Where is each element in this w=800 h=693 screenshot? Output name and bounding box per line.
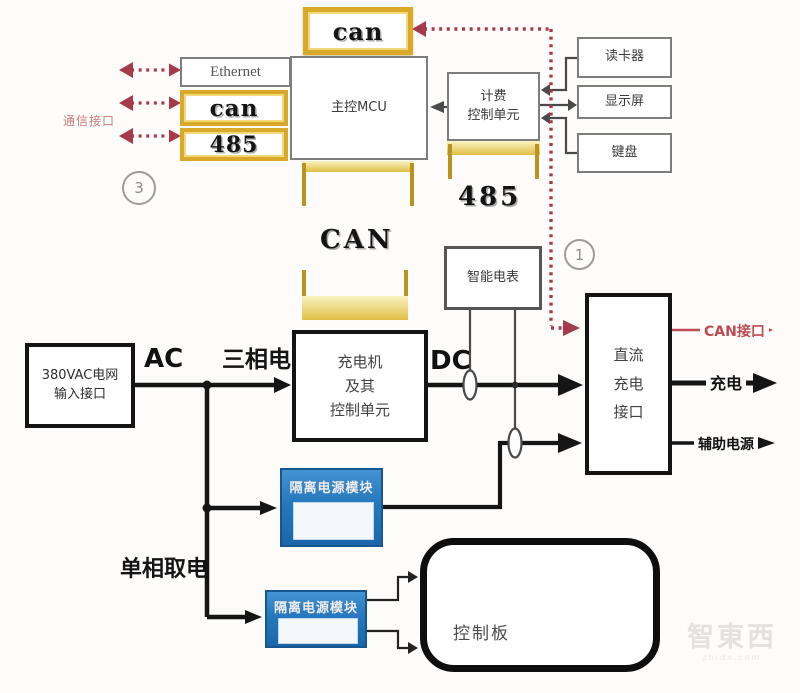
watermark: 智東西 zhidx.com	[676, 624, 788, 662]
aux-out-arrowhead	[755, 436, 775, 450]
node-grid-input: 380VAC电网 输入接口	[25, 343, 135, 428]
node-ethernet: Ethernet	[180, 57, 291, 87]
iso2-arrowhead	[245, 610, 262, 624]
node-display: 显示屏	[577, 85, 672, 119]
junction-dot	[202, 503, 212, 513]
iso1-arrowhead	[260, 501, 277, 515]
node-charger-unit: 充电机 及其 控制单元	[292, 330, 428, 442]
can-connector-bracket-charger	[302, 270, 408, 320]
controlboard-arrowhead	[408, 642, 418, 654]
node-can-left: can	[180, 90, 288, 126]
cardreader-arrowhead	[541, 84, 550, 96]
current-sensor-icon	[507, 427, 523, 459]
can-connector-bracket-mcu	[302, 161, 414, 206]
aux-dc-arrowhead	[558, 433, 582, 453]
dc-label: DC	[430, 346, 471, 376]
marker-circle-3: 3	[122, 171, 156, 205]
meter-sense-lines	[468, 310, 517, 430]
node-485-left: 485	[180, 128, 288, 161]
three-phase-label: 三相电	[222, 347, 291, 373]
module-slot	[278, 618, 358, 644]
ac-arrowhead	[274, 377, 291, 393]
aux-power-out-label: 辅助电源	[694, 434, 758, 454]
comm-port-arrows	[119, 62, 181, 144]
node-billing-control-unit: 计费 控制单元	[447, 72, 540, 141]
controlboard-arrowhead	[408, 571, 418, 583]
current-sensor-icon	[462, 369, 478, 401]
red-arrowhead-left	[412, 21, 426, 37]
junction-dot	[511, 381, 519, 389]
watermark-domain: zhidx.com	[702, 653, 762, 662]
aux-dc-line	[383, 440, 558, 510]
can-port-out-label: CAN接口	[700, 321, 769, 341]
module-slot	[293, 502, 374, 540]
node-isolation-module-bottom: 隔离电源模块	[265, 590, 367, 648]
display-arrowhead	[568, 99, 577, 111]
node-main-mcu: 主控MCU	[290, 56, 428, 160]
marker-circle-1: 1	[564, 239, 595, 270]
red-dashed-comm-line	[424, 27, 563, 330]
node-isolation-module-top: 隔离电源模块	[280, 468, 383, 547]
node-dc-charge-interface: 直流 充电 接口	[585, 293, 672, 475]
node-card-reader: 读卡器	[577, 37, 672, 78]
can-bus-label: CAN	[320, 225, 394, 255]
red-arrowhead-right	[563, 320, 580, 336]
iso2-to-controlboard-lines	[367, 575, 408, 650]
comm-interface-label: 通信接口	[63, 114, 116, 128]
ac-label: AC	[144, 344, 184, 374]
watermark-brand: 智東西	[687, 622, 777, 653]
keyboard-line	[549, 116, 578, 155]
node-keyboard: 键盘	[577, 133, 672, 173]
mcu-arrowhead	[430, 101, 444, 113]
junction-dot	[202, 380, 212, 390]
485-connector-bracket	[447, 141, 540, 179]
dc-arrowhead	[558, 374, 583, 396]
charge-out-arrowhead	[753, 373, 777, 393]
485-bus-label: 485	[458, 182, 522, 212]
single-phase-tap-label: 单相取电	[120, 557, 209, 582]
keyboard-arrowhead	[541, 112, 550, 124]
node-can-top: can	[303, 7, 413, 55]
charge-out-label: 充电	[706, 370, 747, 394]
node-control-board: 控制板	[420, 538, 660, 672]
cardreader-line	[549, 56, 577, 92]
node-smart-meter: 智能电表	[444, 246, 542, 310]
